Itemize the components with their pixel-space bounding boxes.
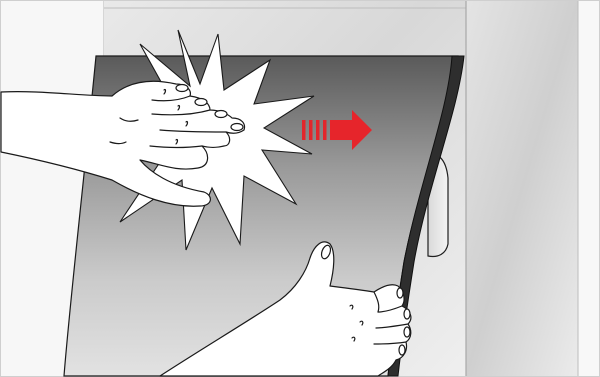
right-pillar (466, 1, 578, 376)
far-right-strip (578, 1, 599, 376)
